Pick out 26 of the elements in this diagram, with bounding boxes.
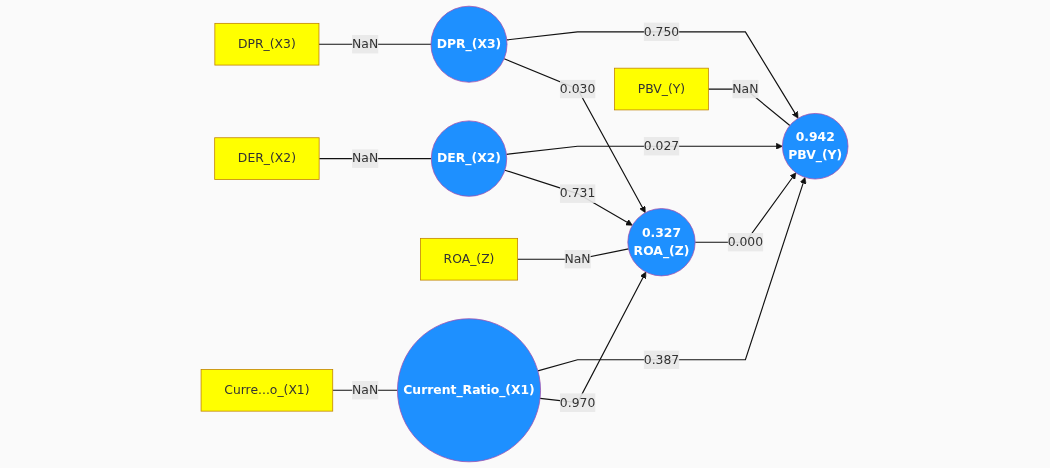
arrow bbox=[537, 177, 807, 372]
node-box: ROA_(Z) bbox=[420, 237, 519, 281]
node-box: PBV_(Y) bbox=[614, 67, 710, 111]
node-circle: Current_Ratio_(X1) bbox=[397, 318, 542, 463]
edge-label: 0.000 bbox=[728, 234, 764, 250]
edge-label: 0.970 bbox=[560, 394, 596, 410]
edge-label: NaN bbox=[352, 382, 379, 398]
edge-label: 0.027 bbox=[644, 138, 680, 154]
edge-label: NaN bbox=[352, 150, 379, 166]
edge-label: 0.750 bbox=[644, 24, 680, 39]
edge-label: NaN bbox=[352, 36, 379, 52]
edge-label: 0.387 bbox=[644, 352, 680, 367]
arrow bbox=[504, 58, 647, 213]
node-circle: 0.327 ROA_(Z) bbox=[627, 208, 696, 277]
edge-label: NaN bbox=[732, 81, 759, 96]
node-circle: 0.942 PBV_(Y) bbox=[782, 113, 849, 180]
edge-label: NaN bbox=[564, 251, 592, 267]
node-circle: DPR_(X3) bbox=[431, 5, 508, 83]
node-circle: DER_(X2) bbox=[431, 120, 508, 197]
node-box: DER_(X2) bbox=[214, 137, 320, 180]
node-box: Curre...o_(X1) bbox=[201, 369, 334, 412]
arrow bbox=[506, 31, 799, 119]
edge-label: 0.030 bbox=[560, 81, 596, 96]
node-box: DPR_(X3) bbox=[214, 22, 320, 66]
arrow bbox=[504, 169, 634, 226]
edge-label: 0.731 bbox=[560, 185, 596, 201]
